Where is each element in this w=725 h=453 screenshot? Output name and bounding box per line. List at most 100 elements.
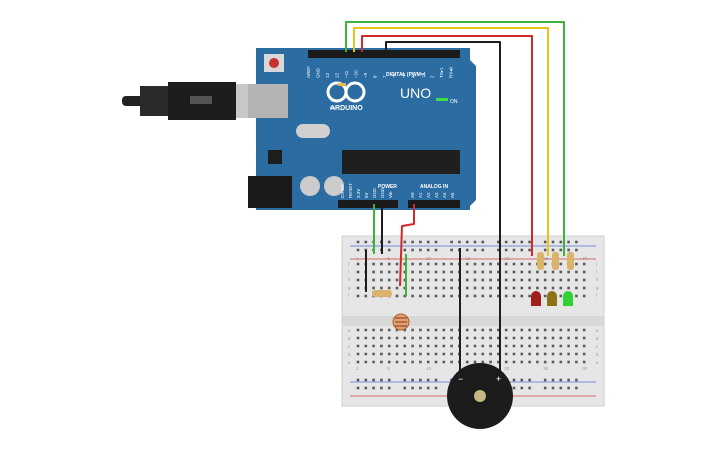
- breadboard-hole: [473, 248, 477, 252]
- breadboard-hole: [411, 240, 414, 244]
- breadboard-hole: [551, 278, 555, 282]
- breadboard-hole: [473, 278, 477, 282]
- led-yellow[interactable]: [547, 291, 557, 306]
- breadboard-hole: [411, 336, 414, 340]
- breadboard-hole: [504, 344, 508, 348]
- breadboard-hole: [536, 278, 539, 282]
- breadboard-hole: [364, 360, 368, 364]
- resistor-green-led[interactable]: [567, 252, 574, 270]
- breadboard-hole: [450, 294, 453, 298]
- breadboard-hole: [536, 352, 539, 356]
- breadboard-hole: [567, 360, 570, 364]
- breadboard-hole: [380, 378, 383, 382]
- breadboard-hole: [450, 352, 453, 356]
- breadboard-hole: [575, 270, 578, 274]
- breadboard-hole: [465, 352, 469, 356]
- breadboard-hole: [497, 262, 500, 266]
- breadboard-hole: [528, 248, 531, 252]
- breadboard-hole: [543, 248, 547, 252]
- breadboard-hole: [559, 286, 563, 290]
- breadboard-hole: [575, 386, 578, 390]
- breadboard-hole: [419, 248, 422, 252]
- breadboard-hole: [442, 278, 446, 282]
- digital-header-label: DIGITAL (PWM~): [386, 72, 426, 78]
- analog-pin-label: A1: [418, 192, 423, 198]
- led-green[interactable]: [563, 291, 573, 306]
- breadboard-hole: [403, 360, 407, 364]
- breadboard-hole: [387, 344, 391, 348]
- breadboard-hole: [520, 378, 524, 382]
- breadboard-row-letter: h: [348, 277, 351, 282]
- breadboard-hole: [364, 336, 368, 340]
- breadboard-hole: [434, 248, 438, 252]
- breadboard-hole: [403, 262, 407, 266]
- breadboard-hole: [551, 336, 555, 340]
- breadboard-column-number: 15: [465, 256, 471, 261]
- breadboard-hole: [512, 270, 516, 274]
- breadboard-hole: [551, 360, 555, 364]
- breadboard-hole: [504, 240, 508, 244]
- resistor-yellow-led[interactable]: [552, 252, 559, 270]
- breadboard-column-number: 1: [356, 366, 359, 371]
- breadboard-hole: [497, 352, 500, 356]
- breadboard-hole: [403, 344, 407, 348]
- breadboard-hole: [465, 262, 469, 266]
- breadboard-hole: [434, 286, 438, 290]
- breadboard-hole: [582, 270, 586, 274]
- breadboard-hole: [372, 278, 375, 282]
- breadboard-hole: [403, 352, 407, 356]
- wire-yellow-led[interactable]: [353, 27, 549, 256]
- breadboard-hole: [473, 352, 477, 356]
- analog-pin-label: A2: [426, 192, 431, 198]
- l-label: L: [330, 82, 333, 87]
- breadboard-row-letter: b: [596, 352, 599, 357]
- breadboard-hole: [504, 328, 508, 332]
- breadboard-hole: [575, 344, 578, 348]
- breadboard-hole: [372, 344, 375, 348]
- breadboard-hole: [465, 286, 469, 290]
- breadboard-hole: [575, 286, 578, 290]
- breadboard-hole: [380, 386, 383, 390]
- top-pin-label: RX◂0: [449, 66, 454, 78]
- wire-a0[interactable]: [399, 204, 415, 287]
- top-pin-label: 8: [373, 75, 378, 78]
- breadboard-hole: [395, 336, 399, 340]
- on-label: ON: [450, 99, 458, 105]
- breadboard-hole: [528, 378, 531, 382]
- breadboard-hole: [512, 278, 516, 282]
- breadboard-hole: [395, 278, 399, 282]
- breadboard-hole: [356, 386, 360, 390]
- breadboard-hole: [465, 248, 469, 252]
- breadboard-hole: [387, 328, 391, 332]
- breadboard-hole: [543, 286, 547, 290]
- breadboard-hole: [419, 240, 422, 244]
- breadboard-row-letter: a: [596, 360, 599, 365]
- breadboard-row-letter: g: [348, 285, 351, 290]
- breadboard-hole: [489, 286, 492, 290]
- breadboard-column-number: 25: [543, 256, 549, 261]
- breadboard-hole: [442, 328, 446, 332]
- resistor-red-led[interactable]: [537, 252, 544, 270]
- breadboard-hole: [497, 278, 500, 282]
- breadboard-hole: [543, 328, 547, 332]
- breadboard-hole: [387, 336, 391, 340]
- breadboard-hole: [497, 248, 500, 252]
- breadboard-hole: [582, 278, 586, 282]
- breadboard-hole: [434, 360, 438, 364]
- wire-green-led[interactable]: [345, 21, 565, 256]
- breadboard-hole: [504, 270, 508, 274]
- reset-button[interactable]: [269, 58, 279, 68]
- breadboard-hole: [567, 336, 570, 340]
- breadboard-hole: [473, 336, 477, 340]
- ldr-resistor[interactable]: [372, 290, 392, 297]
- breadboard-hole: [504, 352, 508, 356]
- breadboard-hole: [582, 286, 586, 290]
- wire-red-led[interactable]: [361, 35, 533, 256]
- led-red[interactable]: [531, 291, 541, 306]
- breadboard-hole: [426, 378, 430, 382]
- breadboard-hole: [434, 386, 438, 390]
- buzzer[interactable]: − +: [447, 363, 513, 429]
- breadboard-row-letter: f: [596, 293, 598, 298]
- wire-buzzer-signal[interactable]: [385, 41, 501, 378]
